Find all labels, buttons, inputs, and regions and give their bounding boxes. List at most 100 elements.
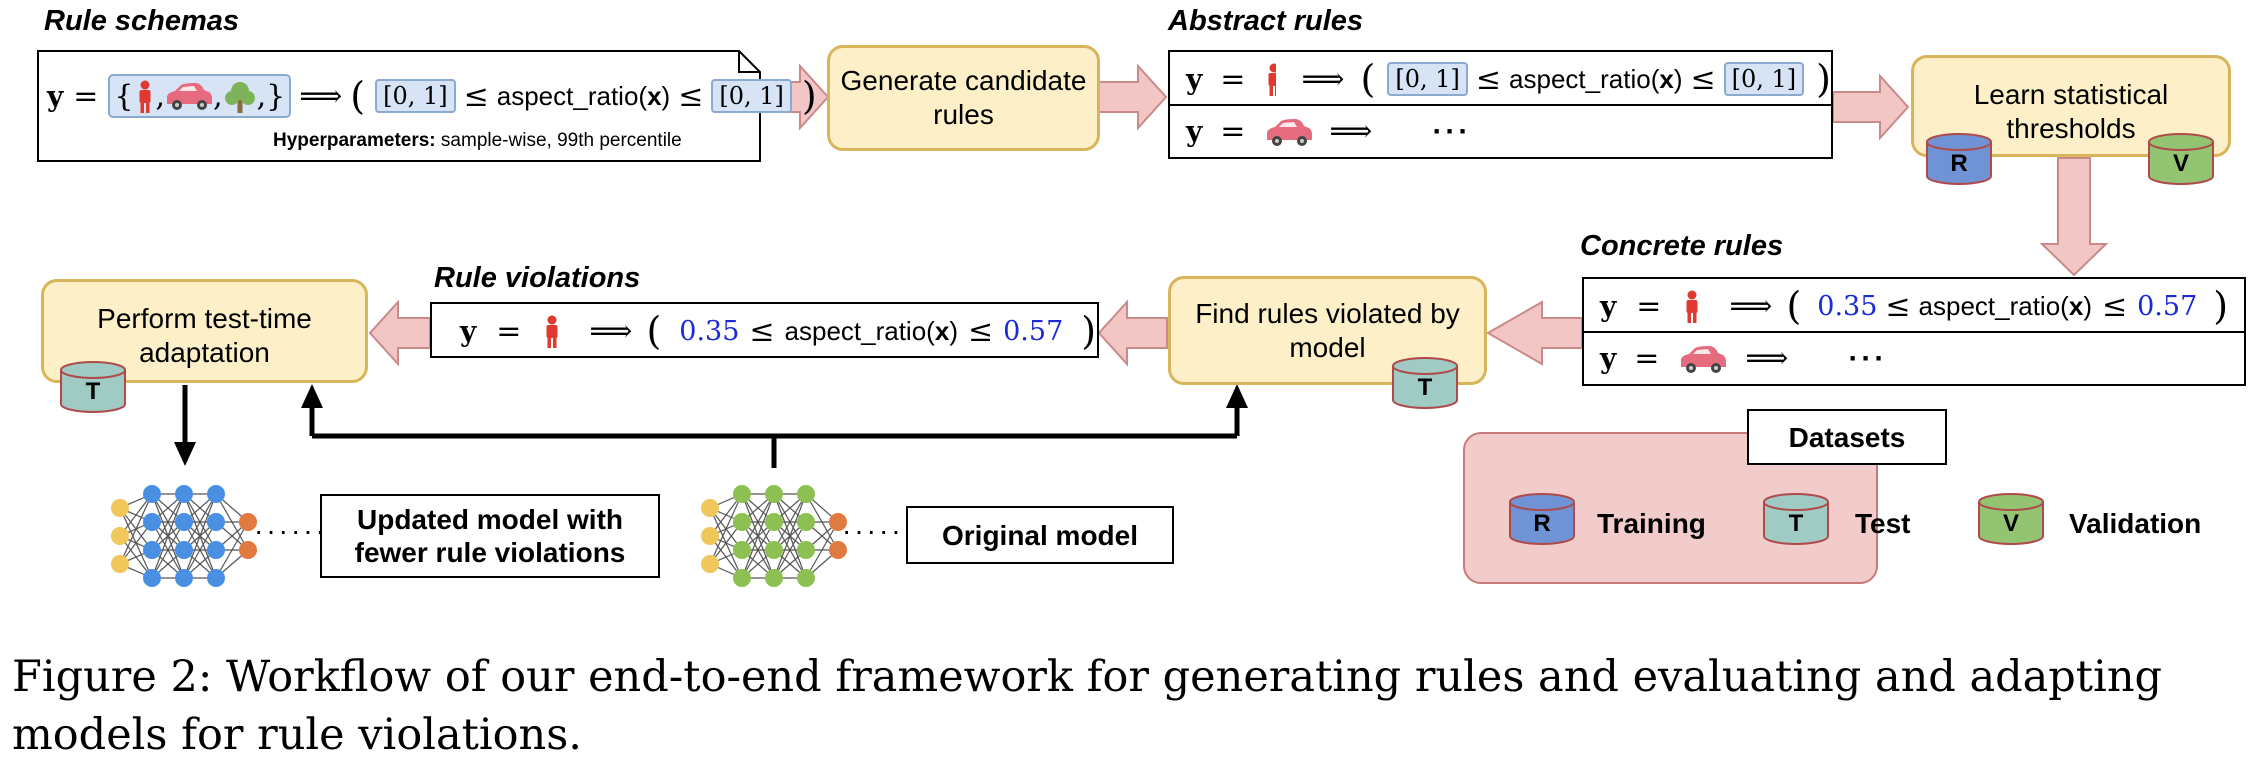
network-node — [239, 541, 257, 559]
abstract-row-divider — [1170, 104, 1831, 106]
set-comma-1: , — [155, 78, 166, 114]
abstract-rules-title: Abstract rules — [1168, 5, 1364, 37]
schema-implies: ⟹ — [299, 78, 343, 114]
abstract-rule-person: y = ⟹ ( [0, 1] ≤ aspect_ratio(x) ≤ [0, 1… — [1186, 54, 1831, 104]
concrete-rule-person: y = ⟹ ( 0.35 ≤ aspect_ratio(x) ≤ 0.57 ) — [1600, 281, 2244, 331]
network-node — [207, 541, 225, 559]
arrow-generate-to-abstract — [1097, 63, 1168, 131]
training-letter: R — [1950, 150, 1968, 177]
set-open: { — [114, 78, 134, 114]
network-node — [701, 555, 719, 573]
set-comma-3: , — [256, 78, 267, 114]
cylinder-top — [1926, 133, 1992, 151]
cylinder-body — [1509, 502, 1575, 545]
car-icon — [167, 83, 213, 110]
network-node — [111, 527, 129, 545]
abstract-ellipsis: ··· — [1432, 114, 1472, 148]
legend-test-letter: T — [1788, 510, 1804, 537]
concrete-implies-2: ⟹ — [1745, 341, 1789, 376]
violation-func-close: ) — [949, 315, 958, 346]
schema-y: y — [47, 79, 64, 113]
tree-icon — [224, 82, 255, 113]
schema-eq: = — [73, 78, 99, 114]
network-edge — [741, 493, 775, 551]
abstract-y-1: y — [1186, 62, 1203, 96]
arrow-abstract-to-learn — [1832, 73, 1910, 141]
schema-interval-high: [0, 1] — [711, 79, 792, 113]
network-node — [175, 513, 193, 531]
cylinder-top — [60, 361, 126, 379]
test-dataset-cylinder: T — [1391, 356, 1459, 410]
arrow-concrete-to-find — [1485, 300, 1583, 366]
original-model-ellipsis: ······ — [842, 515, 916, 546]
legend-validation-letter: V — [2002, 510, 2019, 537]
schema-le-2: ≤ — [678, 78, 704, 114]
network-node — [143, 485, 161, 503]
person-icon — [546, 315, 558, 348]
concrete-func-close: ) — [2083, 290, 2092, 321]
arrowhead-to-adapt — [301, 384, 323, 408]
violation-implies: ⟹ — [589, 313, 633, 349]
abstract-le-2: ≤ — [1690, 61, 1716, 97]
schema-le-1: ≤ — [463, 78, 489, 114]
network-node — [797, 485, 815, 503]
network-edge — [773, 521, 807, 579]
cylinder-body — [2148, 142, 2214, 185]
abstract-rule-car: y = ⟹ ··· — [1186, 106, 1831, 157]
concrete-high: 0.57 — [2137, 290, 2198, 322]
abstract-eq-1: = — [1220, 61, 1246, 97]
updated-model-network — [111, 485, 257, 587]
cylinder-body — [1392, 366, 1458, 409]
connector-adapt-to-updated — [174, 385, 196, 466]
schema-open-paren: ( — [350, 74, 366, 118]
violation-func: aspect_ratio( — [784, 315, 935, 346]
network-node — [829, 513, 847, 531]
test-dataset-cylinder: T — [59, 360, 127, 414]
network-node — [733, 569, 751, 587]
network-edge — [119, 493, 153, 565]
legend-training-cylinder: R — [1508, 492, 1576, 546]
validation-dataset-cylinder: V — [2147, 132, 2215, 186]
network-node — [175, 485, 193, 503]
figure-caption: Figure 2: Workflow of our end-to-end fra… — [12, 652, 2163, 760]
arrow-find-to-violations — [1097, 299, 1168, 367]
rule-violations-box: y = ⟹ ( 0.35 ≤ aspect_ratio(x) ≤ 0.57 ) — [430, 302, 1099, 358]
network-node — [111, 555, 129, 573]
network-node — [143, 513, 161, 531]
concrete-rules-title: Concrete rules — [1580, 230, 1784, 262]
cylinder-top — [1392, 357, 1458, 375]
legend-training-letter: R — [1533, 510, 1551, 537]
concrete-close-paren: ) — [2213, 284, 2229, 328]
network-node — [143, 569, 161, 587]
hyperparameters-value: sample-wise, 99th percentile — [440, 130, 682, 151]
network-node — [733, 541, 751, 559]
network-edge — [773, 493, 807, 579]
cylinder-top — [1509, 493, 1575, 511]
generate-candidate-rules-box: Generate candidate rules — [827, 45, 1100, 151]
network-node — [143, 541, 161, 559]
concrete-eq-1: = — [1636, 288, 1662, 324]
concrete-y-2: y — [1600, 342, 1617, 375]
network-edge — [183, 493, 217, 551]
class-set: { , , , } — [108, 74, 292, 118]
abstract-interval-low: [0, 1] — [1387, 62, 1468, 96]
car-icon — [1681, 345, 1727, 373]
person-icon — [1686, 290, 1698, 323]
network-edge — [773, 493, 807, 551]
cylinder-top — [1978, 493, 2044, 511]
network-node — [733, 485, 751, 503]
connector-original-model — [309, 406, 1240, 468]
legend-test-label: Test — [1855, 508, 1911, 539]
test-time-adaptation-box: Perform test-time adaptation — [41, 279, 368, 383]
violation-le-1: ≤ — [749, 313, 775, 349]
network-node — [701, 527, 719, 545]
schema-interval-low: [0, 1] — [375, 79, 456, 113]
concrete-x: x — [2068, 290, 2084, 321]
original-model-label: Original model — [906, 506, 1174, 564]
network-node — [797, 541, 815, 559]
schema-close-paren: ) — [801, 74, 817, 118]
concrete-low: 0.35 — [1817, 290, 1878, 322]
network-edge — [151, 493, 185, 551]
datasets-title: Datasets — [1747, 409, 1947, 465]
